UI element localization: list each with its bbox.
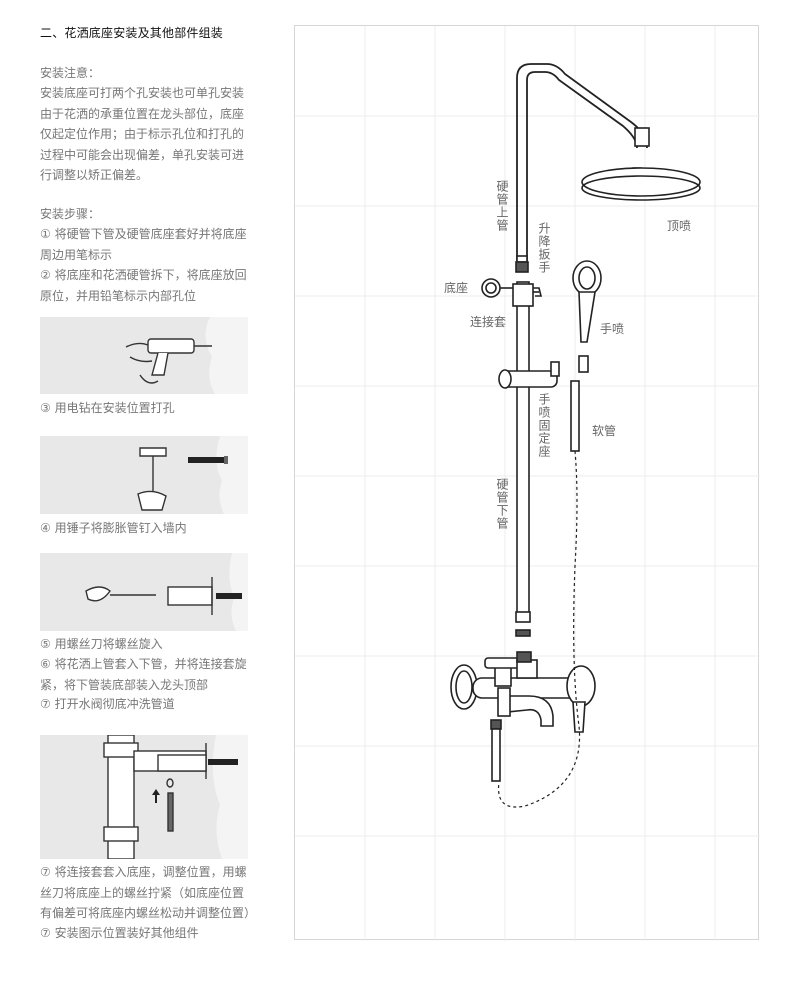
step-7b-caption: ⑦ 将连接套套入底座，调整位置，用螺 丝刀将底座上的螺丝拧紧（如底座位置 有偏差… [40,862,265,924]
label-hand-spray: 手喷 [600,322,625,336]
label-connector: 连接套 [470,315,507,329]
step-6-line: 紧，将下管装底部装入龙头顶部 [40,677,209,692]
drilling-illustration [40,317,248,394]
label-base: 底座 [444,281,469,295]
step-7-caption: ⑦ 打开水阀彻底冲洗管道 [40,697,175,711]
section-title: 二、花洒底座安装及其他部件组装 [40,26,224,40]
notes-line: 仅起定位作用；由于标示孔位和打孔的 [40,127,245,141]
step-5-caption: ⑤ 用螺丝刀将螺丝旋入 [40,637,163,651]
label-lift-wrench: 升降扳手 [537,222,551,274]
label-top-spray: 顶喷 [667,219,692,233]
shower-assembly-diagram [294,25,760,941]
step-1-line: 周边用笔标示 [40,247,113,262]
step-7c-caption: ⑦ 安装图示位置装好其他组件 [40,926,199,940]
label-hose: 软管 [592,424,617,438]
notes-line: 安装底座可打两个孔安装也可单孔安装 [40,86,245,100]
step-7b-line: 有偏差可将底座内螺丝松动并调整位置） [40,906,257,920]
steps-heading: 安装步骤： [40,207,101,221]
base-connection-illustration [40,735,248,859]
step-4-caption: ④ 用锤子将膨胀管钉入墙内 [40,521,187,535]
label-lower-pipe: 硬管下管 [495,478,509,530]
screwdriver-illustration [40,553,248,631]
notes-line: 行调整以矫正偏差。 [40,168,149,182]
step-7b-line: ⑦ 将连接套套入底座，调整位置，用螺 [40,865,247,879]
step-6-line: ⑥ 将花洒上管套入下管，并将连接套旋 [40,657,247,671]
step-7b-line: 丝刀将底座上的螺丝拧紧（如底座位置 [40,885,245,900]
step-1-line: ① 将硬管下管及硬管底座套好并将底座 [40,227,247,241]
notes-line: 过程中可能会出现偏差，单孔安装可进 [40,147,245,162]
install-notes: 安装注意： 安装底座可打两个孔安装也可单孔安装 由于花洒的承重位置在龙头部位，底… [40,63,260,186]
hammer-illustration [40,436,248,514]
step-3-caption: ③ 用电钻在安装位置打孔 [40,401,175,415]
label-upper-pipe: 硬管上管 [495,180,509,232]
notes-heading: 安装注意： [40,66,101,80]
step-2-line: ② 将底座和花洒硬管拆下，将底座放回 [40,268,247,282]
step-6-caption: ⑥ 将花洒上管套入下管，并将连接套旋 紧，将下管装底部装入龙头顶部 [40,654,265,695]
step-2-line: 原位，并用铅笔标示内部孔位 [40,288,197,303]
notes-line: 由于花洒的承重位置在龙头部位，底座 [40,106,245,121]
install-steps: 安装步骤： ① 将硬管下管及硬管底座套好并将底座 周边用笔标示 ② 将底座和花洒… [40,204,260,306]
label-hand-holder: 手喷固定座 [537,393,551,458]
